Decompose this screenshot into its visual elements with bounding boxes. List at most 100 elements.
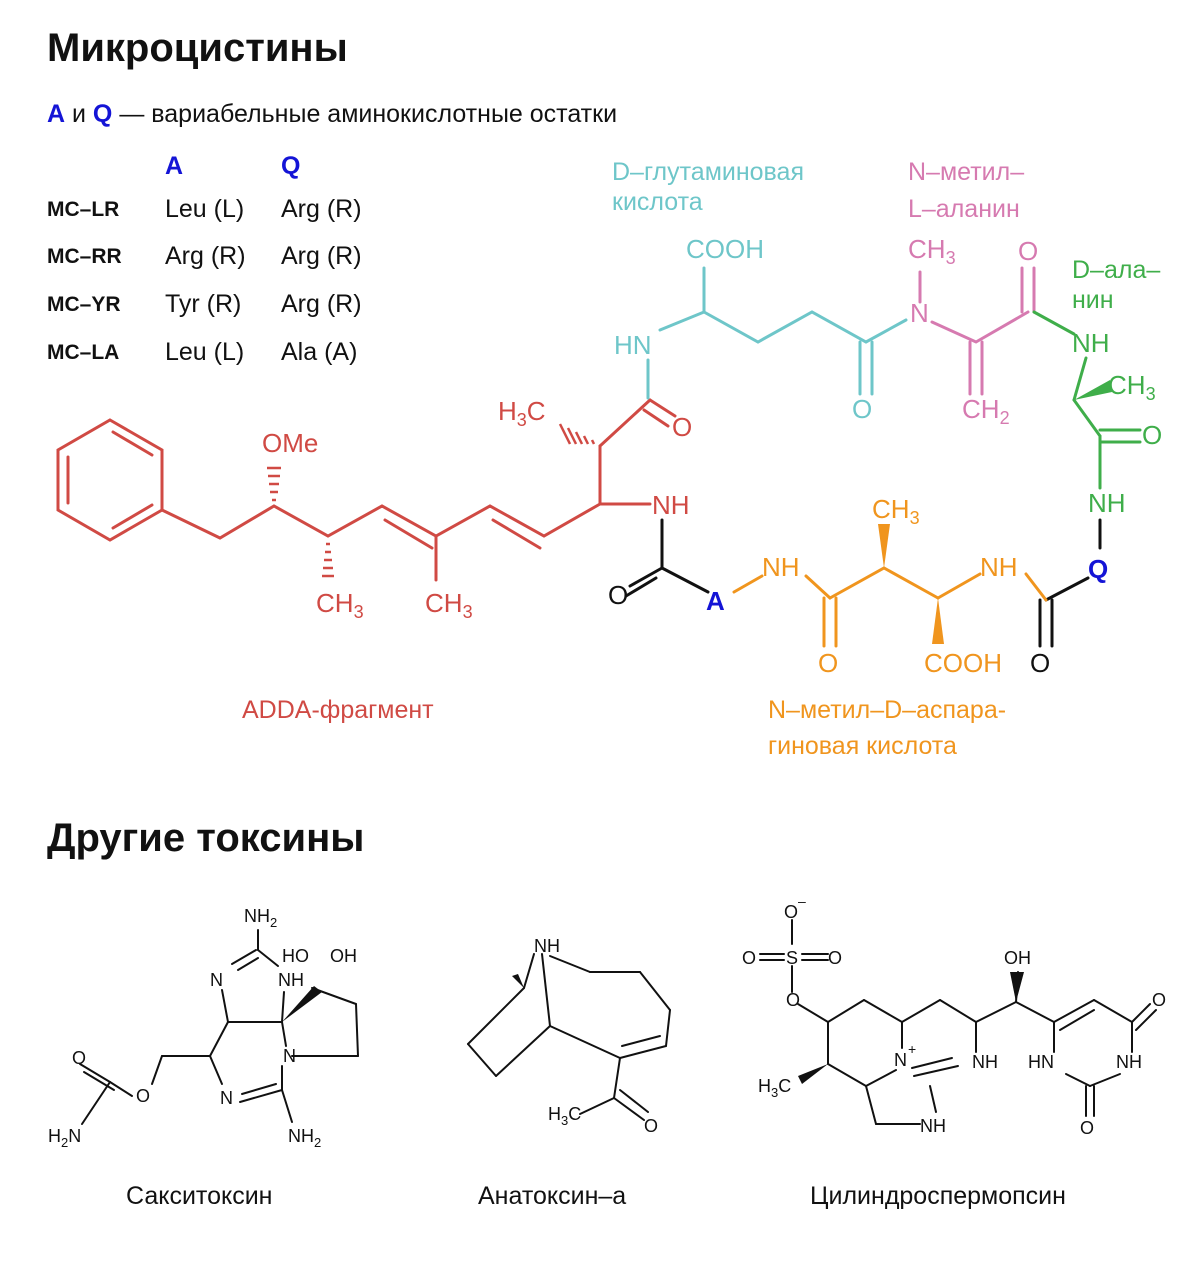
- svg-text:O: O: [1080, 1118, 1094, 1138]
- svg-text:O: O: [72, 1048, 86, 1068]
- adda-labels: OMe CH3 CH3 H3C O NH ADDA-фрагмент: [242, 396, 692, 724]
- ch3-label: CH3: [425, 588, 473, 622]
- link-labels: O O A Q: [608, 554, 1108, 678]
- masp-caption-1: N–метил–D–аспара-: [768, 696, 1006, 724]
- svg-text:N: N: [894, 1050, 907, 1070]
- glu-caption-1: D–глутаминовая: [612, 158, 804, 186]
- saxitoxin-wedge: [282, 986, 322, 1022]
- title-microcystins: Микроцистины: [47, 26, 348, 70]
- table-cell-q: Ala (A): [281, 338, 358, 366]
- table-cell-name: MC–RR: [47, 245, 122, 268]
- anatoxin-structure: [467, 953, 671, 1121]
- cooh-label: COOH: [686, 234, 764, 264]
- svg-text:NH: NH: [920, 1116, 946, 1136]
- nh-label: NH: [1088, 488, 1126, 518]
- peptide-links: [624, 518, 1102, 648]
- variable-q-label: Q: [1088, 554, 1108, 584]
- adda-fragment: [56, 398, 677, 582]
- svg-text:–: –: [798, 893, 806, 909]
- anatoxin-labels: NH H3C O Анатоксин–а: [478, 936, 658, 1210]
- svg-text:O: O: [742, 948, 756, 968]
- svg-text:OH: OH: [330, 946, 357, 966]
- svg-text:O: O: [136, 1086, 150, 1106]
- table-header-q: Q: [281, 152, 301, 180]
- ch3-label: CH3: [1108, 370, 1156, 404]
- svg-text:H3C: H3C: [548, 1104, 581, 1128]
- anatoxin-caption: Анатоксин–а: [478, 1182, 626, 1210]
- mdha-labels: N CH3 CH2 O N–метил– L–аланин: [908, 158, 1038, 428]
- saxitoxin-caption: Сакситоксин: [126, 1182, 272, 1210]
- mala-caption-1: N–метил–: [908, 158, 1024, 186]
- ome-label: OMe: [262, 428, 318, 458]
- saxitoxin-structure: [79, 929, 359, 1125]
- svg-text:O: O: [644, 1116, 658, 1136]
- table-header-a: A: [165, 152, 184, 180]
- o-label: O: [672, 412, 692, 442]
- o-label: O: [852, 394, 872, 424]
- svg-text:NH2: NH2: [244, 906, 277, 930]
- masp-wedge-up: [878, 524, 890, 568]
- svg-text:NH: NH: [1116, 1052, 1142, 1072]
- subtitle-and: и: [65, 100, 93, 128]
- svg-text:NH: NH: [534, 936, 560, 956]
- svg-text:H2N: H2N: [48, 1126, 81, 1150]
- dala-caption-1: D–ала–: [1072, 256, 1160, 284]
- benzene-ring: [56, 418, 164, 542]
- glu-caption-2: кислота: [612, 188, 703, 216]
- glu-labels: HN COOH O D–глутаминовая кислота: [612, 158, 872, 424]
- dala-labels: NH CH3 O NH D–ала– нин: [1072, 256, 1162, 518]
- table-cell-name: MC–LR: [47, 198, 120, 221]
- table-cell-name: MC–YR: [47, 293, 121, 316]
- saxitoxin-labels: NH2 N NH HO OH N N NH2 O O H2N Сакситокс…: [48, 906, 357, 1210]
- svg-text:NH2: NH2: [288, 1126, 321, 1150]
- svg-text:NH: NH: [972, 1052, 998, 1072]
- table-cell-q: Arg (R): [281, 242, 362, 270]
- svg-text:+: +: [908, 1041, 916, 1057]
- variable-a-label: A: [706, 586, 725, 616]
- cylindro-wedge-oh: [1010, 972, 1024, 1002]
- svg-text:N: N: [283, 1046, 296, 1066]
- ch2-label: CH2: [962, 394, 1010, 428]
- adda-hashed-bonds: [267, 423, 596, 578]
- o-label: O: [1030, 648, 1050, 678]
- table-cell-name: MC–LA: [47, 341, 120, 364]
- svg-text:O: O: [1152, 990, 1166, 1010]
- svg-text:O: O: [828, 948, 842, 968]
- svg-text:N: N: [210, 970, 223, 990]
- anatoxin-wedge: [512, 974, 524, 988]
- svg-text:N: N: [220, 1088, 233, 1108]
- nh-label: NH: [980, 552, 1018, 582]
- o-label: O: [608, 580, 628, 610]
- svg-text:HN: HN: [1028, 1052, 1054, 1072]
- o-label: O: [1018, 236, 1038, 266]
- cooh-label: COOH: [924, 648, 1002, 678]
- dala-wedge: [1074, 380, 1112, 400]
- table-cell-q: Arg (R): [281, 290, 362, 318]
- ch3-label: CH3: [908, 234, 956, 268]
- svg-text:H3C: H3C: [758, 1076, 791, 1100]
- table-row: MC–LR Leu (L) Arg (R): [47, 195, 407, 235]
- masp-caption-2: гиновая кислота: [768, 732, 957, 760]
- svg-text:O: O: [784, 902, 798, 922]
- adda-caption: ADDA-фрагмент: [242, 696, 434, 724]
- o-label: O: [818, 648, 838, 678]
- svg-text:HO: HO: [282, 946, 309, 966]
- dala-fragment: [1032, 310, 1142, 490]
- subtitle: A и Q — вариабельные аминокислотные оста…: [47, 100, 617, 129]
- hn-label: HN: [614, 330, 652, 360]
- cylindro-labels: O – O S O O N + NH NH H3C OH O HN NH O Ц…: [742, 893, 1166, 1210]
- table-header-row: A Q: [47, 152, 407, 192]
- table-row: MC–LA Leu (L) Ala (A): [47, 338, 407, 378]
- table-cell-a: Leu (L): [165, 195, 245, 223]
- glu-fragment: [646, 266, 908, 400]
- masp-wedge-down: [932, 598, 944, 644]
- ch3-label: CH3: [316, 588, 364, 622]
- table-row: MC–RR Arg (R) Arg (R): [47, 242, 407, 282]
- cylindro-caption: Цилиндроспермопсин: [810, 1182, 1066, 1210]
- subtitle-var-a: A: [47, 100, 66, 128]
- nh-label: NH: [652, 490, 690, 520]
- table-cell-a: Leu (L): [165, 338, 245, 366]
- table-cell-q: Arg (R): [281, 195, 362, 223]
- ch3-label: CH3: [872, 494, 920, 528]
